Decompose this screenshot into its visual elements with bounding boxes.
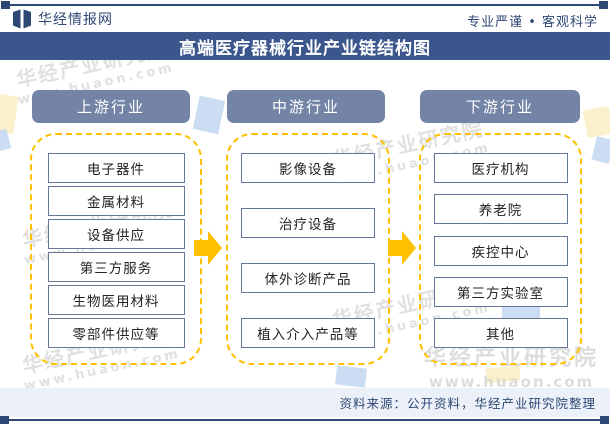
site-name: 华经情报网 <box>38 12 113 28</box>
source-note: 资料来源：公开资料，华经产业研究院整理 <box>339 396 596 411</box>
title-bar: 高端医疗器械行业产业链结构图 <box>0 32 610 60</box>
midstream-item: 治疗设备 <box>241 208 375 238</box>
midstream-item: 植入介入产品等 <box>241 318 375 348</box>
upstream-item: 第三方服务 <box>47 252 185 282</box>
midstream-item: 影像设备 <box>241 153 375 183</box>
bottom-right-square <box>600 416 609 424</box>
downstream-item: 养老院 <box>433 194 568 225</box>
upstream-item: 生物医用材料 <box>47 285 185 315</box>
deco-shape <box>591 136 610 164</box>
deco-shape <box>0 93 19 135</box>
midstream-item: 体外诊断产品 <box>241 263 375 293</box>
brand: 华经情报网 <box>12 9 113 29</box>
source-bar: 资料来源：公开资料，华经产业研究院整理 <box>0 388 610 417</box>
downstream-item: 第三方实验室 <box>433 276 568 307</box>
right-arrow-icon <box>194 231 222 265</box>
bottom-left-square <box>0 416 9 424</box>
top-right-square <box>599 1 608 9</box>
deco-shape <box>582 105 610 139</box>
right-arrow-icon <box>388 231 416 265</box>
deco-shape <box>192 95 226 135</box>
downstream-item: 其他 <box>433 318 568 348</box>
downstream-item: 疾控中心 <box>433 235 568 266</box>
downstream-item: 医疗机构 <box>433 153 568 183</box>
midstream-group: 影像设备 治疗设备 体外诊断产品 植入介入产品等 <box>226 133 390 365</box>
page-title: 高端医疗器械行业产业链结构图 <box>179 38 431 59</box>
downstream-header: 下游行业 <box>420 90 580 123</box>
deco-shape <box>0 128 12 152</box>
top-rule <box>2 4 608 6</box>
upstream-item: 设备供应 <box>47 219 185 249</box>
downstream-group: 医疗机构 养老院 疾控中心 第三方实验室 其他 <box>419 133 582 365</box>
site-header: 华经情报网 专业严谨 • 客观科学 <box>0 6 610 32</box>
upstream-item: 电子器件 <box>47 153 185 183</box>
upstream-item: 金属材料 <box>47 186 185 216</box>
top-left-square <box>1 1 10 9</box>
book-logo-icon <box>13 9 31 29</box>
upstream-item: 零部件供应等 <box>47 318 185 348</box>
bottom-rule <box>2 419 608 421</box>
upstream-header: 上游行业 <box>32 90 190 123</box>
slogan: 专业严谨 • 客观科学 <box>467 15 598 30</box>
deco-shape <box>335 365 367 388</box>
midstream-header: 中游行业 <box>227 90 385 123</box>
upstream-group: 电子器件 金属材料 设备供应 第三方服务 生物医用材料 零部件供应等 <box>30 133 202 365</box>
deco-shape <box>485 365 521 384</box>
